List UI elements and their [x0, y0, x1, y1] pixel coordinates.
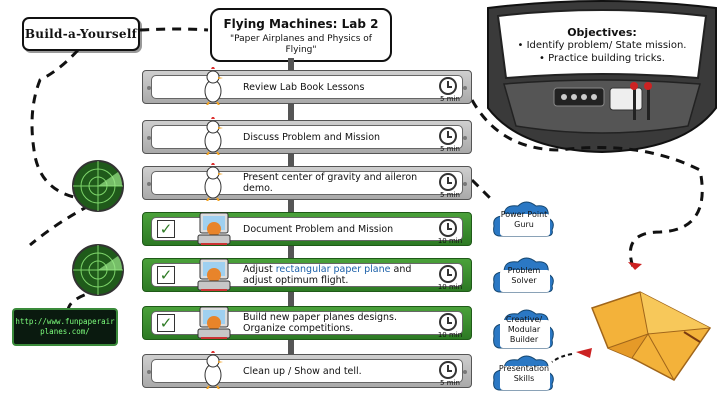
page-title: Flying Machines: Lab 2: [223, 17, 379, 31]
computer-icon: [197, 212, 231, 245]
row-duration: 5 min: [440, 95, 460, 103]
radar-icon: [72, 244, 124, 296]
logo: Build-a-Yourself: [22, 17, 140, 51]
objectives-panel: Objectives: • Identify problem/ State mi…: [490, 26, 714, 65]
title-card: Flying Machines: Lab 2 "Paper Airplanes …: [210, 8, 392, 62]
row-label: Discuss Problem and Mission: [243, 131, 381, 143]
check-icon: ✓: [157, 266, 175, 284]
skill-label: Presentation Skills: [498, 364, 550, 383]
row-duration: 10 min: [437, 237, 463, 245]
clock-icon: [439, 173, 457, 191]
skill-label: Problem Solver: [507, 266, 541, 285]
objective-item: • Identify problem/ State mission.: [517, 40, 687, 51]
objectives-heading: Objectives:: [567, 26, 637, 39]
clock-icon: [439, 219, 457, 237]
clock-icon: [439, 77, 457, 95]
check-icon: ✓: [157, 314, 175, 332]
cloud-icon: [493, 257, 554, 293]
check-icon: ✓: [157, 220, 175, 238]
clock-icon: [439, 361, 457, 379]
skill-cloud: Creative/ Modular Builder: [492, 306, 556, 350]
computer-icon: [197, 258, 231, 291]
website-link[interactable]: http://www.funpaperair planes.com/: [12, 308, 118, 346]
row-label: Document Problem and Mission: [243, 223, 394, 235]
row-duration: 10 min: [437, 331, 463, 339]
clock-icon: [439, 265, 457, 283]
cloud-icon: [493, 355, 554, 391]
agenda-row: Review Lab Book Lessons 5 min: [142, 67, 472, 105]
agenda-row: Clean up / Show and tell. 5 min: [142, 351, 472, 389]
row-duration: 5 min: [440, 379, 460, 387]
page-subtitle: "Paper Airplanes and Physics of Flying": [230, 34, 372, 55]
skill-cloud: Problem Solver: [492, 254, 556, 294]
bird-mascot-icon: [204, 117, 223, 155]
skill-cloud: Presentation Skills: [492, 352, 556, 392]
row-duration: 5 min: [440, 191, 460, 199]
cloud-icon: [493, 309, 554, 349]
agenda-row: ✓ Document Problem and Mission 10 min: [142, 212, 472, 246]
row-label: Build new paper planes designs. Organize…: [243, 312, 397, 334]
skill-label: Creative/ Modular Builder: [505, 315, 543, 344]
radar-icon: [72, 160, 124, 212]
highlighted-term: rectangular paper plane: [275, 264, 391, 275]
agenda-row: ✓ Adjust rectangular paper plane and adj…: [142, 258, 472, 292]
cockpit-illustration: [487, 0, 717, 154]
computer-icon: [197, 306, 231, 339]
row-label: Clean up / Show and tell.: [243, 365, 362, 377]
row-label: Review Lab Book Lessons: [243, 81, 365, 93]
skill-label: Power Point Guru: [500, 210, 548, 229]
agenda-row: Present center of gravity and aileron de…: [142, 163, 472, 201]
clock-icon: [439, 313, 457, 331]
paper-airplane-image: [591, 291, 712, 381]
agenda-row: ✓ Build new paper planes designs. Organi…: [142, 306, 472, 340]
objective-item: • Practice building tricks.: [539, 53, 665, 64]
clock-icon: [439, 127, 457, 145]
cloud-icon: [493, 201, 554, 237]
row-duration: 10 min: [437, 283, 463, 291]
row-label: Present center of gravity and aileron de…: [243, 172, 418, 194]
skill-cloud: Power Point Guru: [492, 198, 556, 238]
row-label-end: and adjust optimum flight.: [243, 264, 412, 286]
row-label-start: Adjust: [243, 264, 276, 275]
bird-mascot-icon: [204, 351, 223, 389]
row-duration: 5 min: [440, 145, 460, 153]
row-label: Adjust rectangular paper plane and adjus…: [243, 263, 433, 287]
agenda-row: Discuss Problem and Mission 5 min: [142, 117, 472, 155]
bird-mascot-icon: [204, 163, 223, 201]
bird-mascot-icon: [204, 67, 223, 105]
